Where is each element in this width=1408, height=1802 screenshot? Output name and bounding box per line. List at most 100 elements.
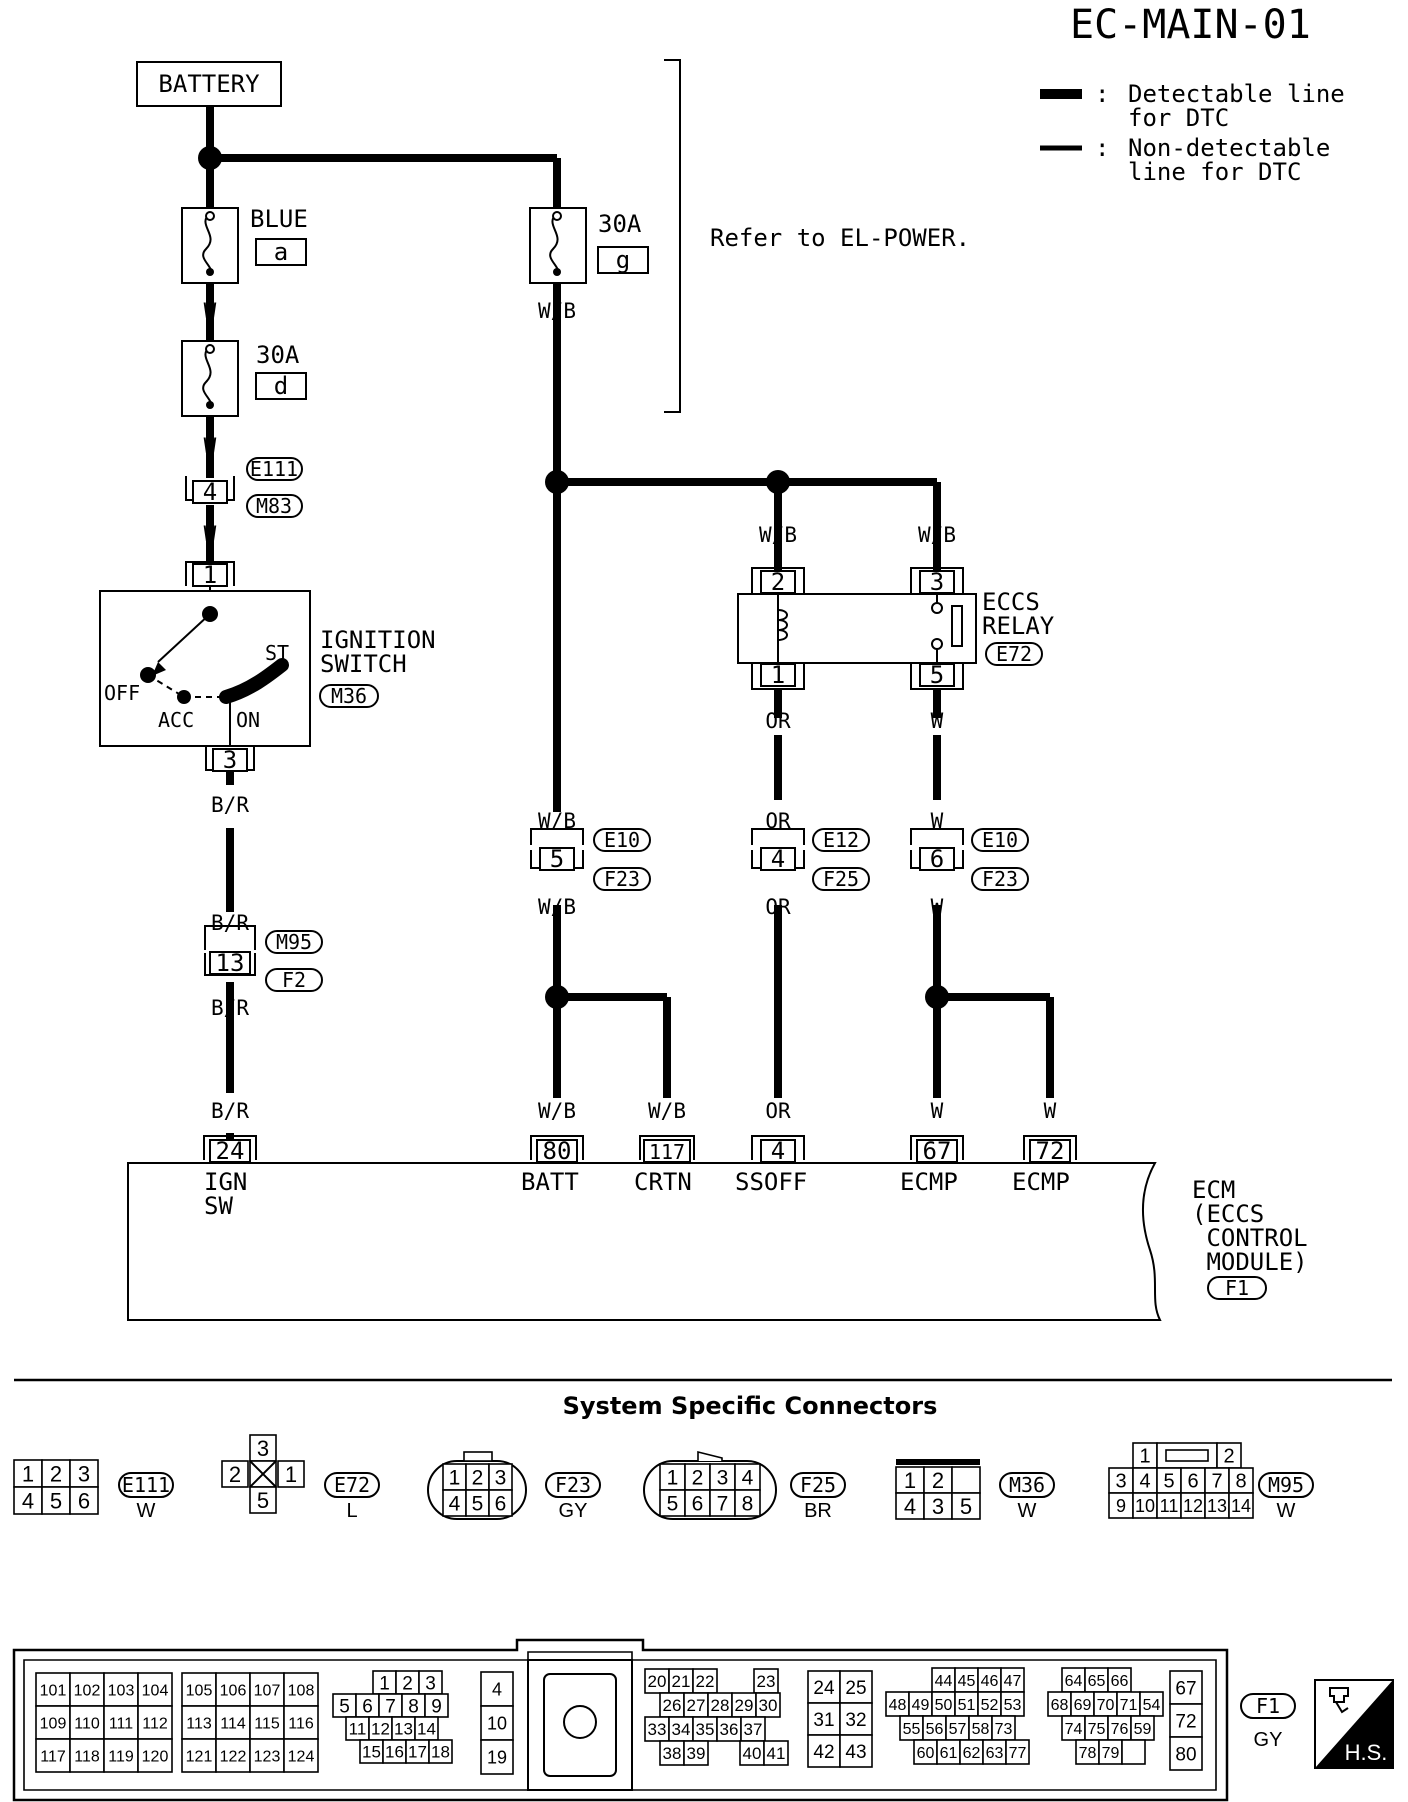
svg-text:67: 67 (923, 1137, 952, 1165)
el-power-bracket (664, 59, 681, 413)
f1-pin: 55 (903, 1721, 921, 1738)
refer-note: Refer to EL-POWER. (710, 224, 970, 252)
svg-text:30A: 30A (256, 341, 300, 369)
f1-pin: 61 (940, 1745, 958, 1762)
svg-text:F23: F23 (604, 867, 640, 891)
pin-label: 5 (667, 1493, 679, 1516)
page-title: EC-MAIN-01 (1070, 2, 1311, 48)
svg-text:E72: E72 (996, 642, 1032, 666)
f1-pin: 73 (995, 1721, 1013, 1738)
fuse-30a-g: 30A g (529, 207, 649, 284)
ecm-terminal-batt: BATT (521, 1168, 579, 1196)
fuse-blue: BLUE a (181, 205, 308, 284)
f1-pin: 111 (109, 1715, 133, 1732)
connector-id: F1 (1256, 1694, 1280, 1718)
f1-pin: 25 (845, 1678, 866, 1699)
ecm-pin-80: 80 (530, 1135, 584, 1165)
pin-label: 1 (1139, 1446, 1150, 1468)
f1-pin: 47 (1004, 1673, 1022, 1690)
pin-label: 3 (495, 1467, 507, 1490)
f1-pin: 5 (339, 1696, 350, 1717)
f1-pin: 108 (288, 1682, 315, 1699)
f1-pin: 71 (1120, 1697, 1138, 1714)
svg-text:4: 4 (771, 1137, 785, 1165)
f1-pin: 119 (108, 1748, 134, 1765)
f1-pin: 59 (1134, 1721, 1152, 1738)
ecm-terminal-crtn: CRTN (634, 1168, 692, 1196)
f1-pin: 113 (186, 1715, 212, 1732)
pin-label: 2 (692, 1467, 704, 1490)
hs-label: H.S. (1345, 1740, 1388, 1765)
f1-pin: 14 (417, 1720, 436, 1739)
svg-text:F2: F2 (282, 968, 306, 992)
f1-pin: 27 (687, 1696, 706, 1715)
connector-color: W (1018, 1500, 1037, 1522)
wire-label: OR (765, 1099, 791, 1123)
f1-pin: 101 (40, 1682, 67, 1699)
f1-pin: 74 (1065, 1721, 1083, 1738)
f1-pin: 116 (288, 1715, 314, 1732)
f1-pin: 114 (220, 1715, 246, 1732)
pin-label: 2 (50, 1461, 62, 1486)
pin-label: 2 (932, 1468, 944, 1493)
pin-label: 11 (1160, 1496, 1179, 1516)
pin-label: 5 (472, 1493, 484, 1516)
svg-text:24: 24 (216, 1137, 245, 1165)
pin-label: 7 (717, 1493, 729, 1516)
pin-label: 3 (257, 1436, 269, 1461)
f1-pin: 102 (74, 1682, 101, 1699)
connector-id: E111 (122, 1473, 170, 1497)
f1-pin: 49 (912, 1697, 930, 1714)
connector-e12-f25: 4 E12 F25 (751, 828, 870, 891)
svg-text:E111: E111 (250, 457, 298, 481)
svg-text:3: 3 (223, 746, 237, 774)
connector-color: L (346, 1500, 357, 1522)
wire-label: W (204, 299, 217, 323)
f1-pin: 122 (220, 1748, 247, 1765)
switch-pos-on: ON (236, 708, 260, 732)
svg-text::: : (1095, 134, 1109, 162)
svg-text:4: 4 (771, 845, 785, 873)
ecm-pin-117: 117 (639, 1135, 695, 1164)
f1-pin: 38 (663, 1744, 682, 1763)
wire-label: OR (765, 895, 791, 919)
svg-text:E12: E12 (823, 828, 859, 852)
wire-label: W/B (759, 523, 797, 547)
f1-pin: 34 (672, 1720, 691, 1739)
pin-label: 1 (285, 1462, 297, 1487)
wire-label: W/B (538, 299, 576, 323)
switch-pos-st: ST (265, 641, 289, 665)
f1-pin: 6 (362, 1696, 373, 1717)
f1-pin: 39 (687, 1744, 706, 1763)
svg-text:M83: M83 (256, 494, 292, 518)
wire-label: W/B (538, 1099, 576, 1123)
f1-pin: 109 (40, 1715, 67, 1732)
battery-label: BATTERY (158, 70, 260, 98)
pin-label: 13 (1207, 1496, 1227, 1516)
wire-label: W (204, 522, 217, 546)
wire-label: B/R (211, 996, 249, 1020)
f1-pin: 16 (385, 1743, 404, 1762)
f1-pin: 118 (74, 1748, 100, 1765)
switch-pos-acc: ACC (158, 708, 194, 732)
svg-text:1: 1 (203, 561, 217, 589)
section-title: System Specific Connectors (563, 1392, 938, 1420)
svg-text:BLUE: BLUE (250, 205, 308, 233)
ecm-terminal-ssoff: SSOFF (735, 1168, 807, 1196)
pin-label: 3 (78, 1461, 90, 1486)
f1-pin: 110 (74, 1715, 100, 1732)
pin-label: 5 (50, 1488, 62, 1513)
f1-pin: 1 (379, 1673, 390, 1694)
wire-label: W/B (648, 1099, 686, 1123)
